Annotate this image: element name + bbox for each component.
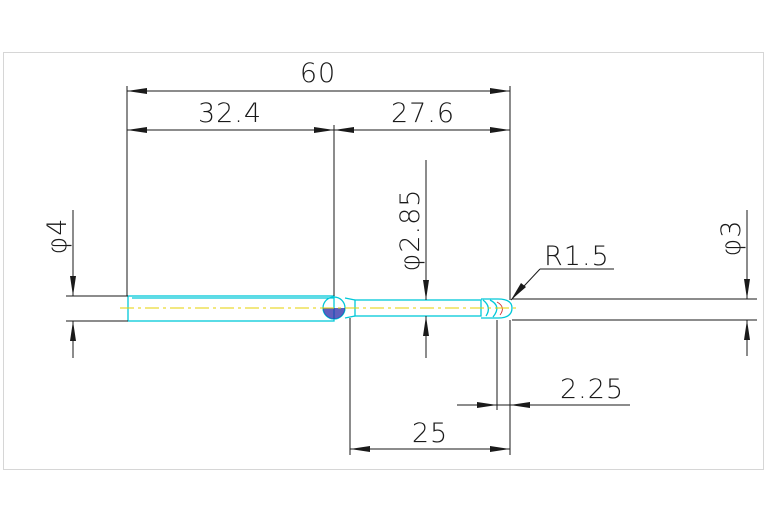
end-mill-part bbox=[120, 295, 518, 322]
dim-flute-length-text: 2.25 bbox=[560, 374, 624, 405]
dim-corner-radius: R1.5 bbox=[510, 241, 614, 301]
cutter-head bbox=[481, 298, 513, 319]
drawing-frame bbox=[3, 52, 764, 470]
dim-flute-length: 2.25 bbox=[457, 320, 630, 410]
dim-shank-length-text: 32.4 bbox=[198, 98, 262, 129]
dim-neck-diameter: φ2.85 bbox=[395, 160, 429, 358]
dim-shank-diameter-text: φ4 bbox=[42, 218, 73, 255]
dim-neck-diameter-text: φ2.85 bbox=[395, 189, 426, 272]
flute-curve-2 bbox=[489, 299, 498, 318]
taper-bottom bbox=[344, 315, 356, 319]
transition-fill bbox=[323, 308, 345, 319]
dim-overall-length: 60 bbox=[126, 58, 511, 300]
dim-overall-length-text: 60 bbox=[300, 58, 336, 89]
dim-cutter-diameter: φ3 bbox=[512, 210, 757, 356]
taper-top bbox=[344, 297, 356, 301]
dim-neck-length: 27.6 bbox=[334, 98, 510, 133]
dim-corner-radius-text: R1.5 bbox=[544, 241, 610, 272]
dim-shank-length: 32.4 bbox=[127, 98, 510, 296]
dim-cutter-diameter-text: φ3 bbox=[716, 220, 747, 257]
dim-effective-length-text: 25 bbox=[412, 418, 448, 449]
dim-neck-length-text: 27.6 bbox=[391, 98, 455, 129]
dim-effective-length: 25 bbox=[349, 318, 511, 455]
dim-shank-diameter: φ4 bbox=[42, 210, 128, 358]
